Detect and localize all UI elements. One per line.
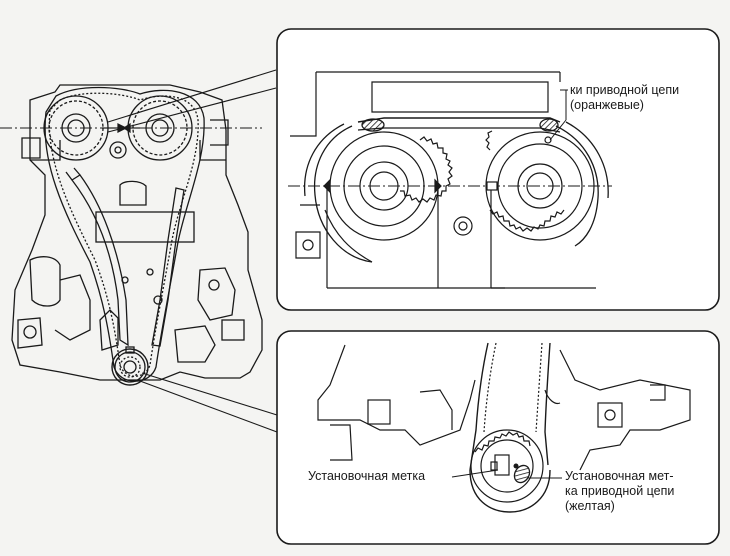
- engine-front-view: [11, 84, 263, 383]
- top-label-leaders: [549, 89, 568, 141]
- top-panel-mark-arrows: [323, 178, 498, 194]
- chain-mark-label-orange-line1: ки приводной цепи: [570, 83, 680, 97]
- zoom-leader-lines: [107, 69, 278, 433]
- chain-mark-label-yellow-line1: Установочная мет-: [565, 469, 674, 483]
- orange-chain-mark-right: [539, 118, 559, 132]
- bottom-label-leaders: [451, 469, 562, 479]
- chain-mark-label-orange-line2: (оранжевые): [570, 98, 644, 112]
- chain-mark-label-yellow-line3: (желтая): [565, 499, 615, 513]
- top-zoom-panel: [276, 28, 720, 311]
- orange-chain-mark-left: [361, 118, 385, 132]
- crank-timing-mark: [513, 463, 519, 469]
- bottom-zoom-content: [317, 342, 691, 513]
- cam-dot-mark: [544, 136, 552, 144]
- chain-mark-label-yellow-line2: ка приводной цепи: [565, 484, 675, 498]
- timing-mark-label: Установочная метка: [308, 469, 426, 483]
